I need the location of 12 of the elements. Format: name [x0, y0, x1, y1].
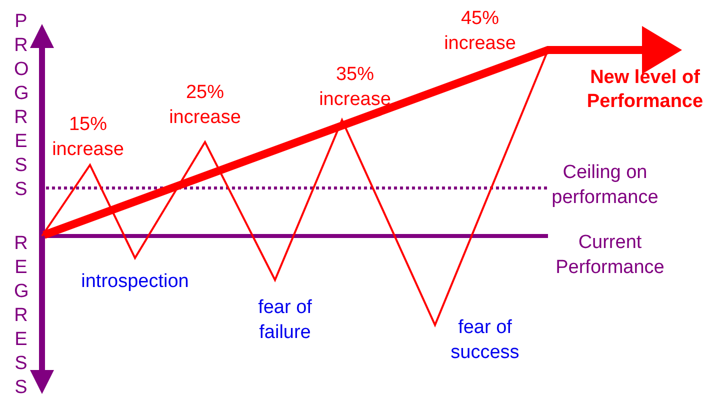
ceiling-label: Ceiling on performance	[550, 161, 660, 210]
axis-label: REGRESS	[14, 232, 28, 400]
increase-label: 45% increase	[443, 7, 517, 56]
baseline-label: Current Performance	[554, 231, 666, 280]
increase-label: 15% increase	[51, 113, 125, 162]
target-label: New level of Performance	[586, 66, 704, 114]
increase-label: 25% increase	[168, 81, 242, 130]
axis-label: PROGRESS	[14, 10, 28, 202]
phase-label: fear of failure	[257, 296, 313, 345]
increase-label: 35% increase	[318, 63, 392, 112]
phase-label: introspection	[80, 270, 190, 294]
phase-label: fear of success	[450, 316, 520, 365]
